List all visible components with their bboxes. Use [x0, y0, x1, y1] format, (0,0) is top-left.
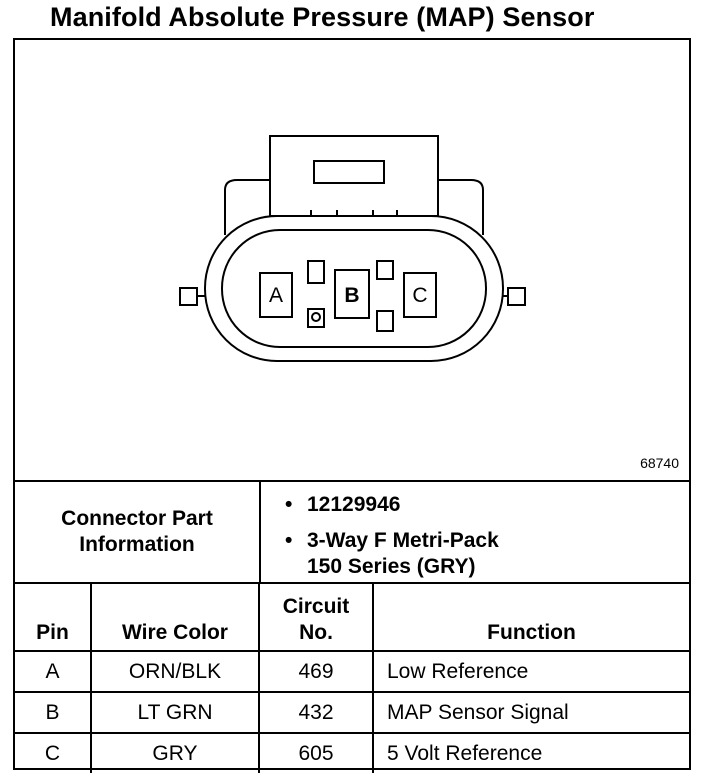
connector-body-inner: [221, 229, 487, 348]
header-function: Function: [372, 582, 689, 652]
bullet: •: [285, 493, 293, 516]
header-circuit-line2: No.: [299, 621, 333, 644]
description-line2: 150 Series (GRY): [307, 555, 476, 578]
description-line1: 3-Way F Metri-Pack: [307, 529, 499, 552]
connector-diagram: A B C: [179, 135, 526, 362]
table-row: C GRY 605 5 Volt Reference: [15, 732, 689, 773]
cell-circuit: 605: [258, 732, 374, 773]
figure-number: 68740: [640, 455, 679, 471]
key-notch-circle: [311, 312, 321, 322]
cell-function: 5 Volt Reference: [372, 732, 689, 773]
diagram-frame: A B C 68740 Connector Part Information •…: [13, 38, 691, 773]
connector-part-label-line2: Information: [79, 533, 195, 556]
header-wire-color: Wire Color: [90, 582, 260, 652]
header-circuit: Circuit No.: [258, 582, 374, 652]
latch-slot: [313, 160, 385, 184]
part-number-row: • 12129946: [285, 492, 499, 518]
connector-shoulder-right: [438, 179, 484, 235]
cell-wire-color: GRY: [90, 732, 260, 773]
page-title: Manifold Absolute Pressure (MAP) Sensor: [50, 2, 595, 32]
side-tab-left: [179, 287, 198, 306]
pin-label-b: B: [344, 284, 359, 307]
key-notch: [376, 260, 394, 280]
connector-body-outer: [204, 215, 504, 362]
cell-wire-color: ORN/BLK: [90, 650, 260, 693]
pin-label-c: C: [412, 284, 427, 307]
table-row: B LT GRN 432 MAP Sensor Signal: [15, 691, 689, 734]
connector-part-info: Connector Part Information • 12129946 • …: [15, 480, 689, 582]
table-row: A ORN/BLK 469 Low Reference: [15, 650, 689, 693]
table-header-row: Pin Wire Color Circuit No. Function: [15, 582, 689, 652]
pin-table: Pin Wire Color Circuit No. Function A OR…: [15, 582, 689, 773]
pin-cavity-c: [403, 272, 437, 318]
cell-pin: C: [15, 732, 92, 773]
connector-part-label: Connector Part Information: [15, 482, 261, 582]
connector-part-label-line1: Connector Part: [61, 507, 213, 530]
cell-circuit: 432: [258, 691, 374, 734]
pin-cavity-b: [334, 269, 370, 319]
part-number: 12129946: [307, 493, 401, 516]
cell-pin: A: [15, 650, 92, 693]
pin-label-a: A: [269, 284, 283, 307]
bullet: •: [285, 529, 293, 552]
cell-function: MAP Sensor Signal: [372, 691, 689, 734]
key-notch: [376, 310, 394, 332]
cell-wire-color: LT GRN: [90, 691, 260, 734]
header-pin: Pin: [15, 582, 92, 652]
connector-part-details: • 12129946 • 3-Way F Metri-Pack 150 Seri…: [285, 492, 499, 580]
side-tab-right: [507, 287, 526, 306]
pin-cavity-a: [259, 272, 293, 318]
header-circuit-line1: Circuit: [282, 595, 350, 618]
connector-shoulder-left: [224, 179, 270, 235]
key-notch: [307, 308, 325, 328]
cell-circuit: 469: [258, 650, 374, 693]
description-row: • 3-Way F Metri-Pack 150 Series (GRY): [285, 528, 499, 580]
cell-pin: B: [15, 691, 92, 734]
key-notch: [307, 260, 325, 284]
connector-latch: [269, 135, 439, 217]
cell-function: Low Reference: [372, 650, 689, 693]
